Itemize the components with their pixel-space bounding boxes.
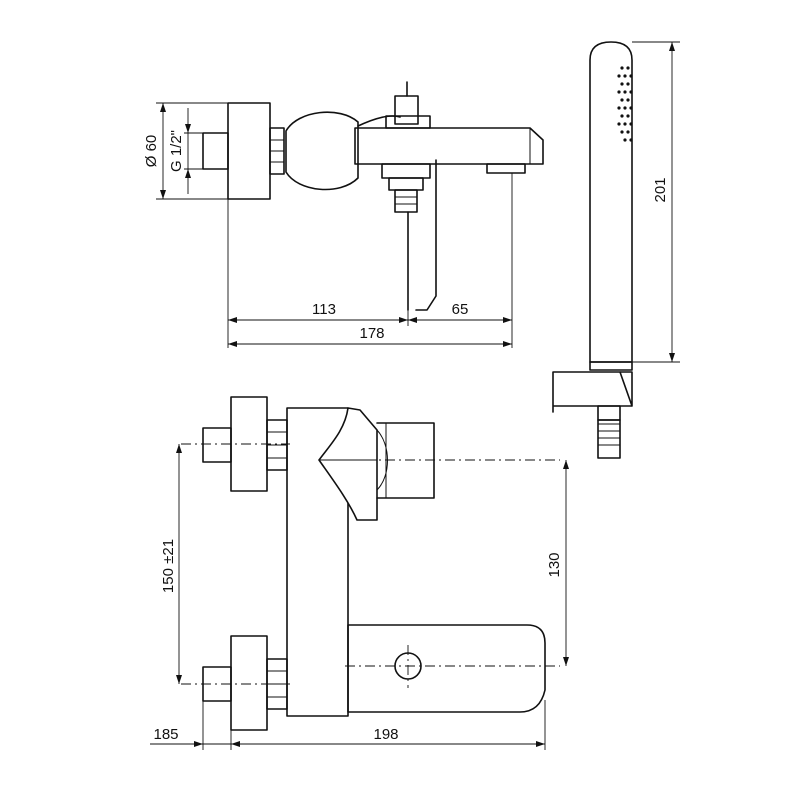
diverter-handle xyxy=(376,422,435,499)
spout-front xyxy=(347,624,546,713)
wall-flange-lower xyxy=(230,635,268,731)
dim-diameter-label: Ø 60 xyxy=(143,135,160,168)
wall-flange-top xyxy=(227,102,271,200)
hex-nut-top xyxy=(269,127,285,175)
hand-shower xyxy=(552,41,680,459)
shower-handle-base xyxy=(589,361,633,371)
shower-holder xyxy=(552,371,633,413)
hose-top xyxy=(407,159,437,311)
dim-150-label: 150 ±21 xyxy=(160,539,177,593)
shower-nozzles xyxy=(617,66,633,142)
diverter-cone xyxy=(318,407,378,521)
dim-113-label: 113 xyxy=(312,301,336,318)
inlet-pipe-upper xyxy=(202,427,232,463)
dim-201-label: 201 xyxy=(652,177,669,202)
spout-top xyxy=(354,127,544,165)
aerator-top xyxy=(486,163,526,174)
shower-hose-connector xyxy=(597,405,621,459)
dim-178-label: 178 xyxy=(359,325,384,342)
side-view xyxy=(156,81,544,348)
dim-130-label: 130 xyxy=(546,552,563,577)
front-view xyxy=(150,396,569,750)
hex-nut-upper xyxy=(266,419,288,471)
inlet-pipe-top xyxy=(202,132,229,170)
dim-185-label: 185 xyxy=(153,726,178,743)
dim-thread-label: G 1/2" xyxy=(168,130,185,172)
lever-top xyxy=(357,115,401,127)
shower-head xyxy=(589,41,633,363)
mixer-body-top xyxy=(285,111,359,191)
shower-outlet-top xyxy=(381,163,431,213)
dim-198-label: 198 xyxy=(373,726,398,743)
dim-65-label: 65 xyxy=(452,301,469,318)
diverter-knob-top xyxy=(385,81,431,129)
mixer-body-front xyxy=(286,407,349,717)
